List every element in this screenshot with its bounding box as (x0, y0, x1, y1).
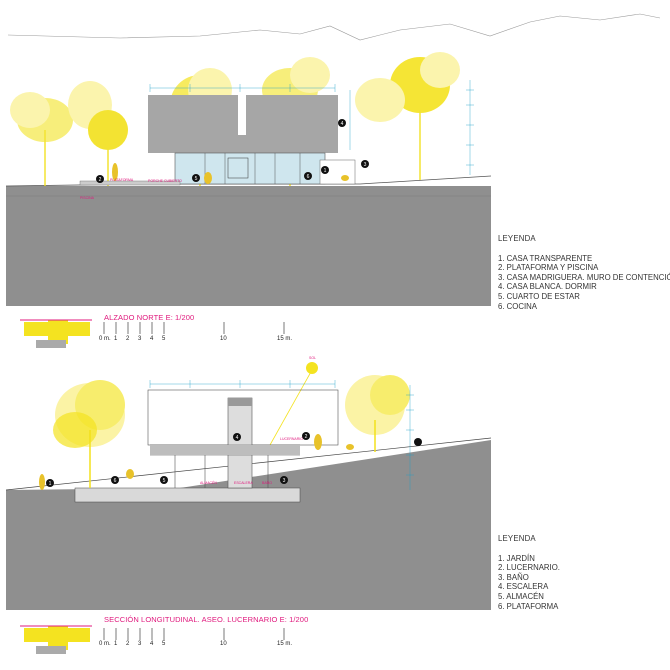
scale-label: 15 m. (277, 641, 293, 647)
svg-text:6: 6 (114, 478, 117, 484)
tag-bano: BAÑO (262, 480, 272, 485)
legend-item: 5. ALMACÉN (498, 591, 544, 601)
scale-label: 3 (138, 641, 142, 647)
view-title-north-elevation: ALZADO NORTE E: 1/200 (104, 313, 195, 322)
ground-section (6, 186, 491, 306)
tag-plataforma: PLATAFORMA (110, 178, 134, 182)
tag-porche: PORCHE CUBIERTO (148, 179, 182, 183)
legend-item: 6. PLATAFORMA (498, 601, 559, 611)
terrain-contour-line (7, 13, 661, 41)
marker-group: 1 2 3 4 5 6 (46, 432, 422, 487)
basement (74, 487, 301, 503)
scale-label: 10 (220, 641, 227, 647)
ground-section (6, 440, 491, 610)
tag-sol: SOL (309, 356, 316, 360)
scale-bar-top (103, 322, 285, 334)
marker-4 (338, 119, 346, 127)
north-elevation: 1 2 3 4 5 6 PLATAFORMA PORCHE CUBIERTO P… (5, 13, 661, 306)
marker-1 (46, 479, 54, 487)
key-plan-top (20, 319, 92, 348)
svg-text:1: 1 (324, 168, 327, 174)
legend-item: 1. JARDÍN (498, 553, 535, 563)
svg-text:2: 2 (305, 434, 308, 440)
marker-1 (321, 166, 329, 174)
tag-piscina: PISCINA (80, 196, 95, 200)
legend-item: 4. ESCALERA (498, 582, 549, 592)
skylight-slot (238, 95, 246, 135)
legend-item: 3. CASA MADRIGUERA. MURO DE CONTENCIÓN (498, 272, 670, 282)
legend-title: LEYENDA (498, 234, 536, 243)
longitudinal-section: SOL 1 2 3 (5, 356, 492, 610)
marker-4 (233, 433, 241, 441)
svg-text:5: 5 (195, 176, 198, 182)
scale-label: 5 (162, 641, 166, 647)
marker-2 (302, 432, 310, 440)
view-title-section: SECCIÓN LONGITUDINAL. ASEO. LUCERNARIO E… (104, 615, 309, 624)
scale-label: 4 (150, 336, 154, 342)
marker-2 (96, 175, 104, 183)
legend-item: 5. CUARTO DE ESTAR (498, 291, 580, 301)
legend-section: LEYENDA 1. JARDÍN 2. LUCERNARIO. 3. BAÑO… (498, 534, 560, 611)
legend-item: 4. CASA BLANCA. DORMIR (498, 282, 597, 292)
scale-label: 4 (150, 641, 154, 647)
marker-5 (192, 174, 200, 182)
marker-5 (160, 476, 168, 484)
legend-item: 2. LUCERNARIO. (498, 563, 560, 573)
scale-label: 1 (114, 641, 118, 647)
key-plan-bottom (20, 625, 92, 654)
sun (306, 362, 318, 374)
legend-item: 1. CASA TRANSPARENTE (498, 253, 593, 263)
svg-text:4: 4 (341, 121, 344, 127)
scale-label: 10 (220, 336, 227, 342)
tag-escalera: ESCALERA (234, 481, 253, 485)
legend-title: LEYENDA (498, 534, 536, 543)
tree-group (53, 375, 410, 488)
marker-1b (414, 438, 422, 446)
tag-lucernario: LUCERNARIO (280, 437, 303, 441)
scale-label: 2 (126, 641, 130, 647)
svg-text:1: 1 (49, 481, 52, 487)
scale-bar-bottom (103, 628, 285, 640)
marker-3 (361, 160, 369, 168)
svg-text:5: 5 (163, 478, 166, 484)
tag-almacen: ALMACÉN (200, 480, 217, 485)
scale-label: 0 m. (99, 336, 111, 342)
svg-text:3: 3 (283, 478, 286, 484)
svg-text:4: 4 (236, 435, 239, 441)
marker-3 (280, 476, 288, 484)
scale-label: 15 m. (277, 336, 293, 342)
platform (79, 180, 181, 186)
svg-text:2: 2 (99, 177, 102, 183)
legend-item: 3. BAÑO (498, 572, 529, 582)
scale-label: 1 (114, 336, 118, 342)
scale-label: 2 (126, 336, 130, 342)
marker-6 (304, 172, 312, 180)
legend-north-elevation: LEYENDA 1. CASA TRANSPARENTE 2. PLATAFOR… (498, 234, 670, 311)
svg-text:3: 3 (364, 162, 367, 168)
scale-label: 3 (138, 336, 142, 342)
legend-item: 2. PLATAFORMA Y PISCINA (498, 263, 599, 273)
scale-label: 0 m. (99, 641, 111, 647)
marker-group: 1 2 3 4 5 6 (96, 119, 369, 183)
marker-6 (111, 476, 119, 484)
svg-text:6: 6 (307, 174, 310, 180)
legend-item: 6. COCINA (498, 301, 537, 311)
scale-label: 5 (162, 336, 166, 342)
